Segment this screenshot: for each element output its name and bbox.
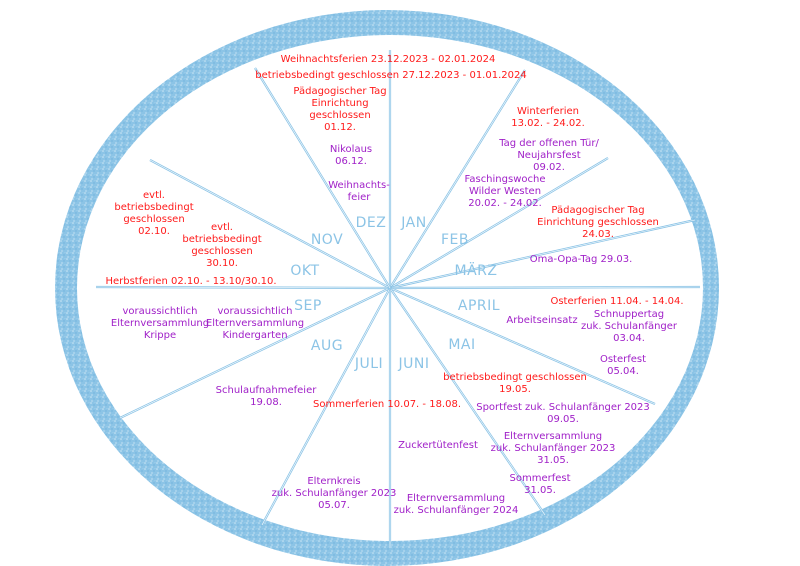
month-april: APRIL (457, 298, 501, 314)
month-mai: MAI (448, 337, 476, 353)
entry-elternvers-kiga: voraussichtlich Elternversammlung Kinder… (205, 306, 305, 341)
month-feb: FEB (440, 232, 470, 248)
month-divider-highlight (119, 287, 391, 419)
entry-schulaufnahmefeier: Schulaufnahmefeier 19.08. (215, 385, 317, 408)
entry-betrieb-19-05: betriebsbedingt geschlossen 19.05. (443, 372, 587, 395)
entry-elternvers-krippe: voraussichtlich Elternversammlung Krippe (110, 306, 210, 341)
entry-betrieb-27-12: betriebsbedingt geschlossen 27.12.2023 -… (255, 70, 527, 81)
entry-elternkreis: Elternkreis zuk. Schulanfänger 2023 05.0… (271, 476, 397, 511)
month-divider-highlight (254, 67, 391, 289)
entry-osterfest: Osterfest 05.04. (599, 354, 647, 377)
month-divider-highlight (389, 219, 696, 289)
entry-weihnachtsferien: Weihnachtsferien 23.12.2023 - 02.01.2024 (280, 54, 496, 65)
month-divider-highlight (389, 69, 526, 289)
entry-winterferien: Winterferien 13.02. - 24.02. (511, 106, 585, 129)
entry-weihnachtsfeier: Weihnachts- feier (328, 180, 390, 203)
entry-sportfest: Sportfest zuk. Schulanfänger 2023 09.05. (476, 402, 650, 425)
entry-osterferien: Osterferien 11.04. - 14.04. (550, 296, 684, 307)
entry-sommerfest: Sommerfest 31.05. (509, 473, 571, 496)
month-sep: SEP (294, 298, 322, 314)
month-divider-highlight (389, 287, 656, 405)
month-divider-highlight (95, 286, 391, 289)
entry-zuckertuetenfest: Zuckertütenfest (398, 440, 478, 451)
month-dividers (95, 50, 701, 548)
entry-paed-tag-dez: Pädagogischer Tag Einrichtung geschlosse… (293, 86, 387, 133)
entry-sommerferien: Sommerferien 10.07. - 18.08. (312, 399, 462, 410)
entry-faschingswoche: Faschingswoche Wilder Westen 20.02. - 24… (464, 174, 546, 209)
entry-elternvers-2024: Elternversammlung zuk. Schulanfänger 202… (393, 493, 519, 516)
entry-schnuppertag: Schnuppertag zuk. Schulanfänger 03.04. (580, 309, 678, 344)
month-dez: DEZ (355, 215, 387, 231)
entry-herbstferien: Herbstferien 02.10. - 13.10/30.10. (105, 276, 277, 287)
month-aug: AUG (310, 338, 344, 354)
month-divider-highlight (261, 287, 391, 526)
entry-nikolaus: Nikolaus 06.12. (329, 144, 373, 167)
entry-tag-offene-tuer: Tag der offenen Tür/ Neujahrsfest 09.02. (499, 138, 599, 173)
month-divider-highlight (389, 286, 701, 289)
month-divider-highlight (149, 159, 391, 289)
entry-evtl-30-10: evtl. betriebsbedingt geschlossen 30.10. (182, 222, 262, 269)
entry-oma-opa-tag: Oma-Opa-Tag 29.03. (529, 254, 633, 265)
month-nov: NOV (310, 232, 344, 248)
entry-elternvers-2023: Elternversammlung zuk. Schulanfänger 202… (490, 431, 616, 466)
month-juni: JUNI (398, 356, 430, 372)
month-okt: OKT (290, 263, 320, 279)
month-divider-highlight (389, 287, 546, 516)
entry-evtl-02-10: evtl. betriebsbedingt geschlossen 02.10. (114, 190, 194, 237)
entry-arbeitseinsatz: Arbeitseinsatz (506, 315, 578, 326)
month-jan: JAN (401, 215, 427, 231)
entry-paed-tag-maerz: Pädagogischer Tag Einrichtung geschlosse… (537, 205, 659, 240)
month-juli: JULI (354, 356, 384, 372)
month-maerz: MÄRZ (454, 263, 498, 279)
month-divider-highlight (389, 157, 609, 289)
